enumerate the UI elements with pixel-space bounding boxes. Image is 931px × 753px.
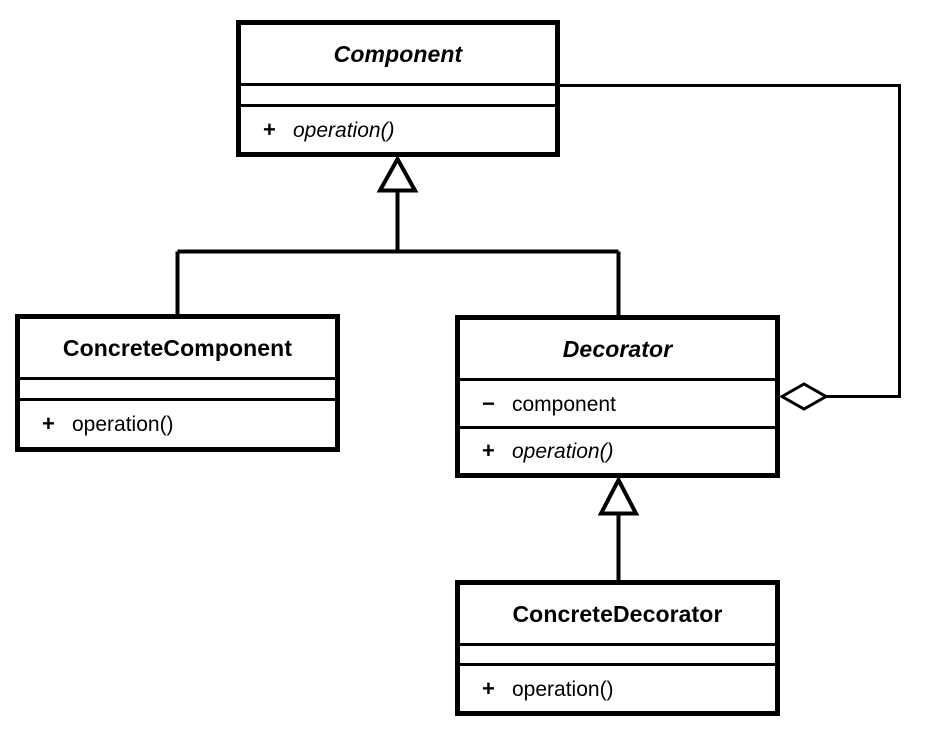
operation-row[interactable]: + operation() xyxy=(482,438,614,464)
class-operations-compartment: + operation() xyxy=(460,426,775,473)
operation-row[interactable]: + operation() xyxy=(482,676,614,702)
class-operations-compartment: + operation() xyxy=(20,398,335,447)
class-name-label: Component xyxy=(333,40,463,67)
class-operations-compartment: + operation() xyxy=(241,104,555,152)
class-name-compartment: ConcreteDecorator xyxy=(460,585,775,643)
class-box-decorator[interactable]: Decorator − component + operation() xyxy=(455,315,780,478)
class-attributes-compartment xyxy=(20,377,335,398)
class-name-label: Decorator xyxy=(562,335,673,362)
visibility-marker: − xyxy=(482,390,495,416)
class-box-concrete-component[interactable]: ConcreteComponent + operation() xyxy=(15,314,340,452)
class-box-concrete-decorator[interactable]: ConcreteDecorator + operation() xyxy=(455,580,780,716)
operation-label: operation() xyxy=(512,677,614,701)
generalization-concrete-decorator-to-decorator xyxy=(597,475,640,581)
hollow-diamond-arrowhead xyxy=(778,382,830,411)
attribute-label: component xyxy=(512,392,616,416)
class-operations-compartment: + operation() xyxy=(460,663,775,711)
visibility-marker: + xyxy=(482,438,495,463)
operation-label: operation() xyxy=(293,118,395,142)
hollow-triangle-arrowhead xyxy=(376,154,419,193)
attribute-row[interactable]: − component xyxy=(482,391,616,417)
operation-label: operation() xyxy=(72,413,174,436)
class-attributes-compartment xyxy=(241,83,555,104)
class-box-component[interactable]: Component + operation() xyxy=(236,20,560,157)
class-attributes-compartment: − component xyxy=(460,378,775,426)
class-name-compartment: Component xyxy=(241,25,555,83)
class-name-label: ConcreteDecorator xyxy=(512,600,723,627)
class-attributes-compartment xyxy=(460,643,775,663)
class-name-label: ConcreteComponent xyxy=(62,334,293,361)
visibility-marker: + xyxy=(482,675,495,701)
generalization-fork-to-component xyxy=(175,154,621,317)
operation-row[interactable]: + operation() xyxy=(42,411,174,437)
class-name-compartment: ConcreteComponent xyxy=(20,319,335,377)
operation-row[interactable]: + operation() xyxy=(263,117,395,143)
visibility-marker: + xyxy=(42,411,55,436)
visibility-marker: + xyxy=(263,116,276,142)
class-name-compartment: Decorator xyxy=(460,320,775,378)
aggregation-decorator-to-component xyxy=(558,84,901,411)
hollow-triangle-arrowhead xyxy=(597,475,640,516)
operation-label: operation() xyxy=(512,440,614,463)
